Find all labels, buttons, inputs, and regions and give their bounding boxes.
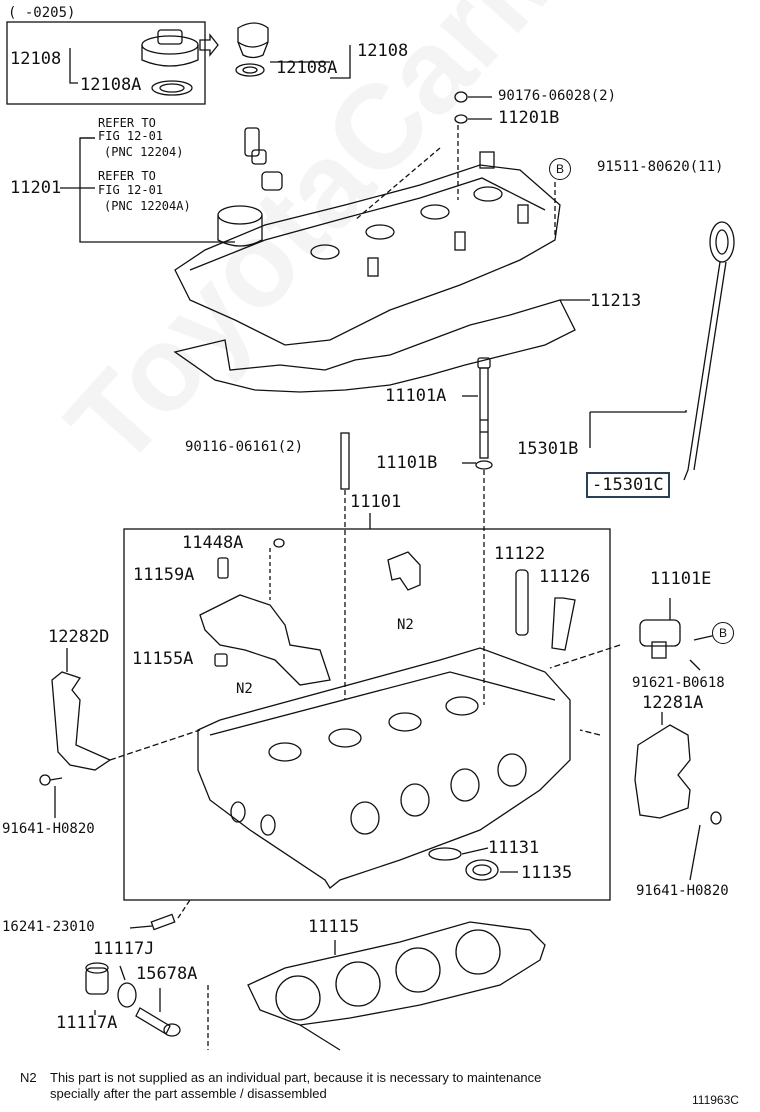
refer-2-line1: REFER TO [98, 169, 156, 183]
gasket-11117J [117, 982, 137, 1008]
stud-bolt [340, 432, 350, 490]
part-11126: 11126 [539, 567, 591, 587]
part-12108-right: 12108 [357, 41, 409, 61]
part-11135: 11135 [521, 863, 573, 883]
camshaft-bearing-cap [199, 551, 421, 686]
part-12108A-left: 12108A [80, 75, 142, 95]
part-90176: 90176-06028(2) [498, 88, 617, 104]
part-91511: 91511-80620(11) [597, 159, 724, 175]
part-11155A: 11155A [132, 649, 194, 669]
arrow [199, 33, 219, 57]
part-11101A: 11101A [385, 386, 447, 406]
part-15301C-highlight: -15301C [586, 472, 670, 498]
oil-dipstick [683, 221, 735, 481]
part-15678A: 15678A [136, 964, 198, 984]
cylinder-head-cover [174, 151, 561, 346]
part-12108A-right: 12108A [276, 58, 338, 78]
variant-frame [6, 21, 206, 105]
part-11101: 11101 [350, 492, 402, 512]
valve-guide-exhaust [551, 597, 576, 651]
part-15301B: 15301B [517, 439, 579, 459]
plug-16241 [150, 913, 176, 931]
part-11201B: 11201B [498, 108, 560, 128]
part-11159A: 11159A [133, 565, 195, 585]
footnote-line1: This part is not supplied as an individu… [50, 1070, 542, 1085]
part-11117J: 11117J [93, 939, 155, 959]
footnote-tag: N2 [20, 1070, 37, 1085]
part-90116: 90116-06161(2) [185, 439, 304, 455]
part-11213: 11213 [590, 291, 642, 311]
cylinder-head [197, 647, 571, 889]
part-91621: 91621-B0618 [632, 675, 725, 691]
footnote-line2: specially after the part assemble / disa… [50, 1086, 327, 1101]
part-12108-left: 12108 [10, 49, 62, 69]
head-gasket [247, 921, 546, 1051]
head-bolt [475, 357, 493, 470]
refer-2-line3: (PNC 12204A) [104, 199, 191, 213]
part-16241: 16241-23010 [2, 919, 95, 935]
part-11201: 11201 [10, 178, 62, 198]
badge-b-upper: B [549, 158, 571, 180]
part-12282D: 12282D [48, 627, 110, 647]
refer-1-line1: REFER TO [98, 116, 156, 130]
oil-filler-cap-left [141, 29, 199, 96]
plug-11117A [85, 962, 109, 995]
refer-1-line3: (PNC 12204) [104, 145, 184, 159]
part-91641-right: 91641-H0820 [636, 883, 729, 899]
part-11115: 11115 [308, 917, 360, 937]
figure-id: 111963C [692, 1093, 739, 1107]
variant-range: ( -0205) [8, 5, 76, 21]
valve-guide-intake [515, 569, 529, 636]
assembly-frame [123, 528, 611, 901]
seal-11131 [428, 847, 462, 861]
n2-label-upper: N2 [397, 617, 414, 633]
part-11448A: 11448A [182, 533, 244, 553]
head-cover-gasket [173, 299, 576, 393]
engine-hanger-left [51, 671, 112, 771]
pin-15678A [135, 1007, 181, 1037]
part-12281A: 12281A [642, 693, 704, 713]
part-91641-left: 91641-H0820 [2, 821, 95, 837]
badge-b-lower: B [712, 622, 734, 644]
cam-position-sensor [639, 598, 681, 659]
seal-11135 [465, 859, 499, 881]
refer-1-line2: FIG 12-01 [98, 129, 164, 143]
part-11101E: 11101E [650, 569, 712, 589]
oil-filler-cap-right [235, 22, 269, 77]
part-11122: 11122 [494, 544, 546, 564]
refer-2-line2: FIG 12-01 [98, 183, 164, 197]
pcv-valve [244, 127, 283, 191]
n2-label-lower: N2 [236, 681, 253, 697]
part-11131: 11131 [488, 838, 540, 858]
part-11117A: 11117A [56, 1013, 118, 1033]
engine-hanger-right [634, 724, 691, 819]
part-11101B: 11101B [376, 453, 438, 473]
